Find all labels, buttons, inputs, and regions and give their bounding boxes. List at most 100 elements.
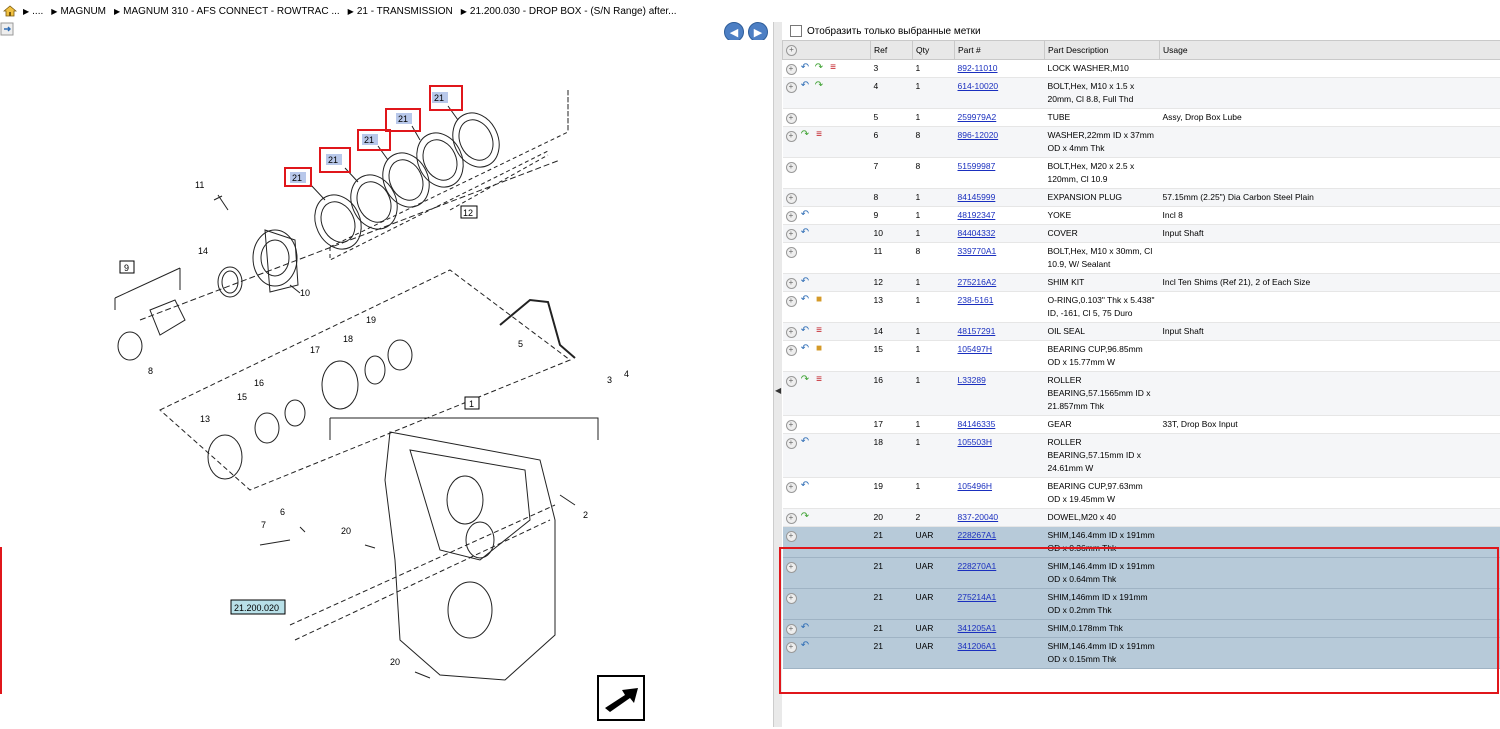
add-to-cart-icon[interactable]: + [786,642,797,653]
callout-7[interactable]: 7 [261,520,266,530]
add-to-cart-icon[interactable]: + [786,327,797,338]
callout-15[interactable]: 15 [237,392,247,402]
add-to-cart-icon[interactable]: + [786,562,797,573]
back-button[interactable]: ◀ [724,22,744,42]
history-icon[interactable]: ↶ [800,640,811,651]
add-to-cart-icon[interactable]: + [786,296,797,307]
breadcrumb-item-transmission[interactable]: ▶21 - TRANSMISSION [348,6,453,17]
column-header-description[interactable]: Part Description [1045,41,1160,60]
callout-9[interactable]: 9 [124,263,129,273]
add-to-cart-icon[interactable]: + [786,247,797,258]
part-number-link[interactable]: 228270A1 [958,561,997,571]
show-selected-only-checkbox[interactable] [790,25,802,37]
add-to-cart-icon[interactable]: + [786,82,797,93]
part-number-link[interactable]: 341206A1 [958,641,997,651]
part-number-link[interactable]: 48157291 [958,326,996,336]
expand-all-icon[interactable]: + [786,45,797,56]
next-page-arrow-icon[interactable] [598,676,644,720]
replacement-icon[interactable]: ↷ [814,62,825,73]
replacement-icon[interactable]: ↷ [800,129,811,140]
kit-icon[interactable]: ■ [814,343,825,354]
part-number-link[interactable]: 48192347 [958,210,996,220]
part-number-link[interactable]: 275214A1 [958,592,997,602]
column-header-qty[interactable]: Qty [913,41,955,60]
add-to-cart-icon[interactable]: + [786,64,797,75]
callout-8[interactable]: 8 [148,366,153,376]
add-to-cart-icon[interactable]: + [786,193,797,204]
part-number-link[interactable]: 84145999 [958,192,996,202]
page-reference-link[interactable]: 21.200.020 [234,603,279,613]
history-icon[interactable]: ↶ [800,80,811,91]
part-number-link[interactable]: 837-20040 [958,512,999,522]
replacement-icon[interactable]: ↷ [800,374,811,385]
add-to-cart-icon[interactable]: + [786,513,797,524]
add-to-cart-icon[interactable]: + [786,438,797,449]
callout-4[interactable]: 4 [624,369,629,379]
callout-12[interactable]: 12 [463,208,473,218]
add-to-cart-icon[interactable]: + [786,420,797,431]
callout-14[interactable]: 14 [198,246,208,256]
part-number-link[interactable]: 105497H [958,344,993,354]
part-number-link[interactable]: 614-10020 [958,81,999,91]
kit-icon[interactable]: ■ [814,294,825,305]
add-to-cart-icon[interactable]: + [786,229,797,240]
add-to-cart-icon[interactable]: + [786,482,797,493]
callout-11[interactable]: 11 [195,180,204,190]
part-number-link[interactable]: 896-12020 [958,130,999,140]
callout-21-e[interactable]: 21 [434,93,444,103]
callout-5[interactable]: 5 [518,339,523,349]
replacement-icon[interactable]: ↷ [814,80,825,91]
part-number-link[interactable]: L33289 [958,375,986,385]
part-number-link[interactable]: 238-5161 [958,295,994,305]
add-to-cart-icon[interactable]: + [786,593,797,604]
history-icon[interactable]: ↶ [800,227,811,238]
history-icon[interactable]: ↶ [800,436,811,447]
add-to-cart-icon[interactable]: + [786,624,797,635]
callout-16[interactable]: 16 [254,378,264,388]
breadcrumb-item-magnum[interactable]: ▶MAGNUM [51,6,106,17]
part-number-link[interactable]: 275216A2 [958,277,997,287]
history-icon[interactable]: ↶ [800,343,811,354]
callout-17[interactable]: 17 [310,345,320,355]
callout-21-c[interactable]: 21 [364,135,374,145]
history-icon[interactable]: ↶ [800,209,811,220]
part-number-link[interactable]: 892-11010 [958,63,998,73]
callout-19[interactable]: 19 [366,315,376,325]
add-to-cart-icon[interactable]: + [786,278,797,289]
add-to-cart-icon[interactable]: + [786,531,797,542]
callout-3[interactable]: 3 [607,375,612,385]
breadcrumb-item-root[interactable]: ▶.... [23,6,43,17]
part-number-link[interactable]: 105496H [958,481,993,491]
notes-icon[interactable]: ≡ [814,374,825,385]
history-icon[interactable]: ↶ [800,62,811,73]
expand-all-header[interactable]: + [783,41,871,60]
replacement-icon[interactable]: ↷ [800,511,811,522]
add-to-cart-icon[interactable]: + [786,113,797,124]
history-icon[interactable]: ↶ [800,276,811,287]
part-number-link[interactable]: 339770A1 [958,246,997,256]
add-to-cart-icon[interactable]: + [786,162,797,173]
column-header-usage[interactable]: Usage [1160,41,1500,60]
add-to-cart-icon[interactable]: + [786,345,797,356]
callout-6[interactable]: 6 [280,507,285,517]
notes-icon[interactable]: ≡ [814,325,825,336]
callout-20-upper[interactable]: 20 [341,526,351,536]
export-icon[interactable] [0,22,14,36]
